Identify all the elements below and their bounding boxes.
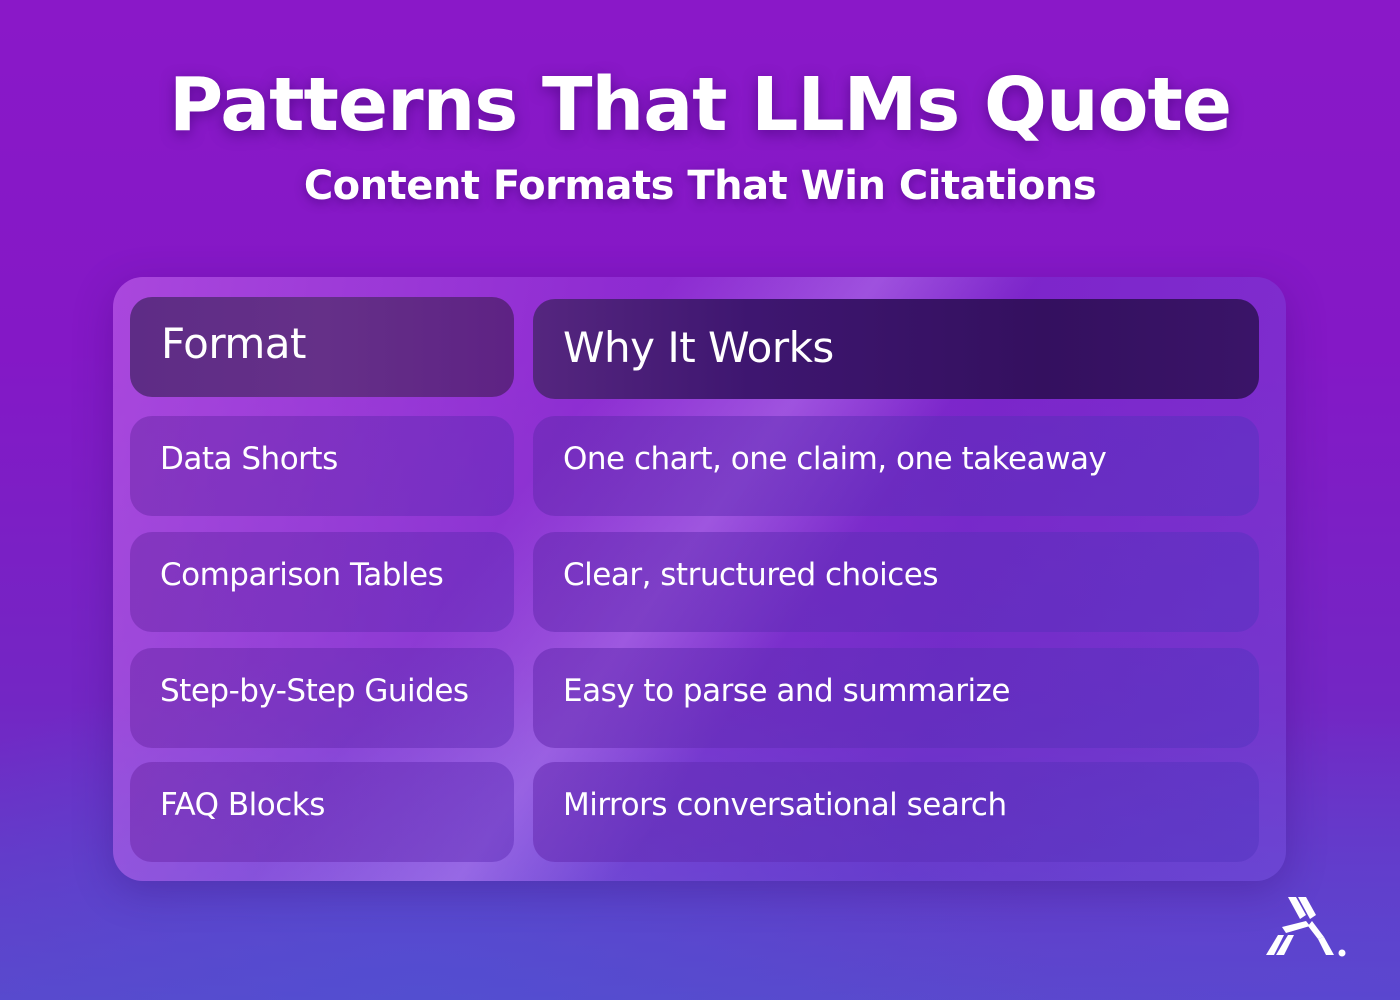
- column-header-format: Format: [130, 297, 514, 397]
- table-cell-why: One chart, one claim, one takeaway: [533, 416, 1259, 516]
- table-cell-format: Comparison Tables: [130, 532, 514, 632]
- page-subtitle: Content Formats That Win Citations: [303, 163, 1097, 209]
- stylized-a-logo-icon: [1262, 895, 1352, 960]
- column-header-why-it-works: Why It Works: [533, 299, 1259, 399]
- page-title: Patterns That LLMs Quote: [168, 62, 1232, 148]
- table-cell-format: Data Shorts: [130, 416, 514, 516]
- table-cell-format: FAQ Blocks: [130, 762, 514, 862]
- table-cell-why: Easy to parse and summarize: [533, 648, 1259, 748]
- table-cell-why: Clear, structured choices: [533, 532, 1259, 632]
- formats-table: Format Why It Works Data Shorts One char…: [113, 277, 1286, 881]
- table-cell-why: Mirrors conversational search: [533, 762, 1259, 862]
- table-cell-format: Step-by-Step Guides: [130, 648, 514, 748]
